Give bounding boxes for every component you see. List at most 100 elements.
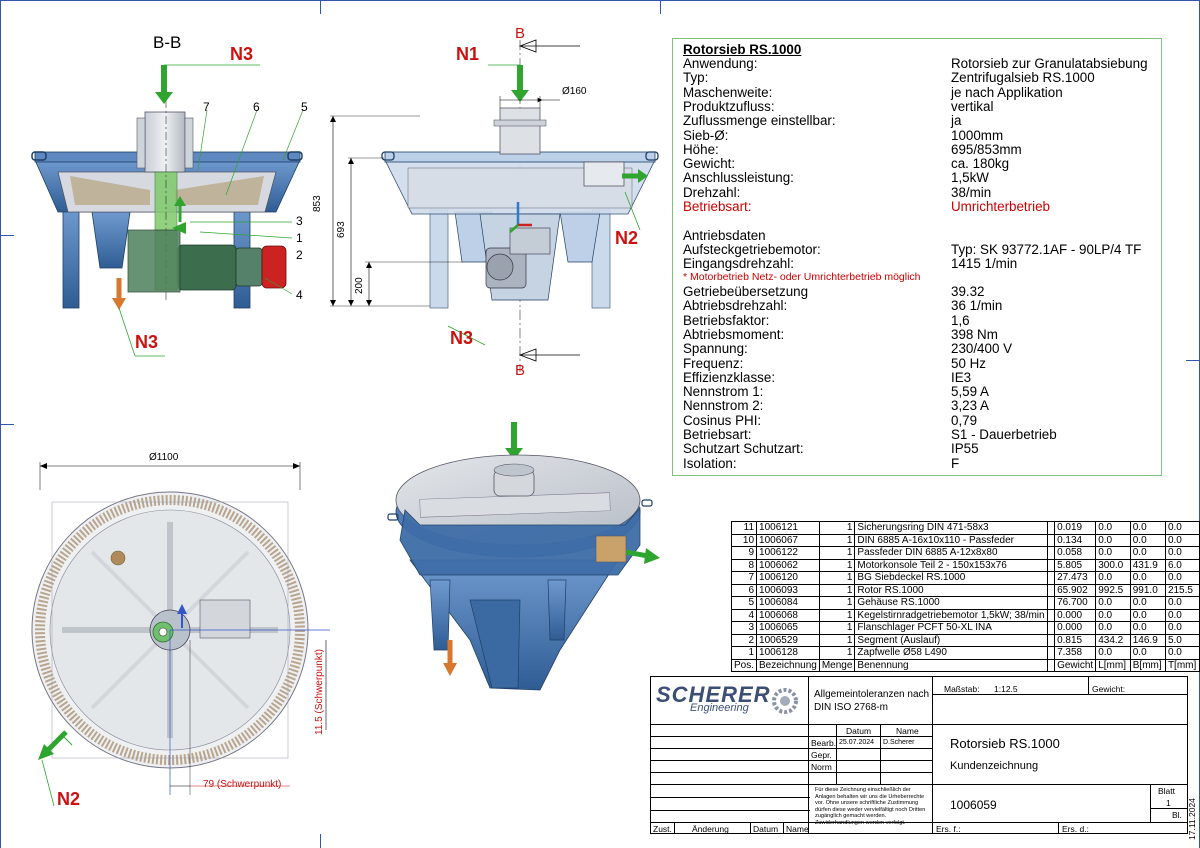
bom-cell: 0.0 — [1129, 546, 1166, 560]
spec-value: vertikal — [951, 98, 994, 114]
bom-cell: 1006062 — [756, 558, 820, 572]
ers-f: Ers. f.: — [936, 824, 961, 834]
part-callout-5: 5 — [301, 100, 308, 114]
section-view-bb — [31, 64, 304, 357]
spec-box: Rotorsieb RS.1000 Anwendung:Rotorsieb zu… — [672, 38, 1162, 476]
bom-header-cell: L[mm] — [1095, 658, 1131, 672]
spec-value: S1 - Dauerbetrieb — [951, 427, 1057, 442]
bom-cell: 0.0 — [1164, 621, 1200, 635]
spec-row: Spannung: 230/400 V — [683, 341, 1158, 357]
spec-row: Betriebsfaktor:1,6 — [683, 313, 1158, 328]
bom-cell: 0.0 — [1129, 571, 1166, 585]
tb-line — [1058, 822, 1059, 834]
bom-cell: 434.2 — [1095, 633, 1131, 647]
bom-cell: 1006065 — [756, 621, 820, 635]
spec-row: Frequenz:50 Hz — [683, 356, 1158, 371]
bom-cell: 0.058 — [1054, 546, 1097, 560]
section-marker-b-top: B — [515, 25, 526, 42]
bom-cell: 1006120 — [756, 571, 820, 585]
flow-label-n3-left: N3 — [135, 332, 159, 352]
company-logo-text: SCHERER — [656, 682, 771, 707]
spec-value: 36 1/min — [951, 298, 1003, 314]
spec-key: Anschlussleistung: — [683, 170, 794, 186]
rev-col-aenderung: Änderung — [692, 824, 729, 834]
spec-key: Aufsteckgetriebemotor: — [683, 242, 821, 257]
tb-line — [783, 822, 784, 834]
spec-key: Schutzart Schutzart: — [683, 441, 804, 457]
spec-value: 230/400 V — [951, 341, 1013, 357]
bom-cell: Motorkonsole Teil 2 - 150x153x76 — [854, 558, 1048, 572]
part-callout-3: 3 — [296, 214, 303, 228]
scale-value: 1:12.5 — [994, 684, 1018, 694]
front-view — [330, 39, 659, 372]
bom-cell: 8 — [730, 558, 758, 572]
spec-row: Aufsteckgetriebemotor:Typ: SK 93772.1AF … — [683, 242, 1158, 257]
spec-value: Zentrifugalsieb RS.1000 — [951, 70, 1095, 86]
bom-cell — [1047, 596, 1055, 610]
bom-cell: 0.0 — [1129, 533, 1166, 547]
bom-cell: 0.0 — [1095, 621, 1131, 635]
bom-cell: 1006529 — [756, 633, 820, 647]
bom-cell — [1047, 571, 1055, 585]
bom-cell: 5.0 — [1164, 633, 1200, 647]
tb-line — [880, 724, 881, 784]
bom-cell: Kegelstirnradgetriebemotor 1,5kW; 38/min — [854, 608, 1048, 622]
spec-key: Zuflussmenge einstellbar: — [683, 113, 836, 129]
bom-cell: 1006093 — [756, 583, 820, 597]
bom-cell: 992.5 — [1095, 583, 1131, 597]
row-gepr: Gepr. — [811, 750, 832, 760]
bom-cell: 0.0 — [1129, 608, 1166, 622]
spec-drive-title: Antriebsdaten — [683, 228, 766, 243]
frame-tick — [660, 0, 661, 14]
bom-cell: Segment (Auslauf) — [854, 633, 1048, 647]
spec-key: Nennstrom 1: — [683, 384, 764, 400]
spec-value: F — [951, 455, 960, 471]
tb-line — [808, 724, 809, 834]
tb-line — [932, 676, 933, 834]
part-callout-6: 6 — [253, 100, 260, 114]
spec-key: Anwendung: — [683, 56, 758, 71]
bom-cell: 1 — [818, 571, 856, 585]
spec-row: Schutzart Schutzart:IP55 — [683, 441, 1158, 457]
bom-cell: 0.0 — [1129, 596, 1166, 610]
spec-value: 1,5kW — [951, 170, 989, 186]
bom-cell: 0.0 — [1095, 608, 1131, 622]
bom-cell: 0.0 — [1095, 571, 1131, 585]
spec-row: Cosinus PHI:0,79 — [683, 413, 1158, 428]
tb-line — [650, 797, 810, 798]
spec-row: Betriebsart:Umrichterbetrieb — [683, 199, 1158, 214]
spec-value: ca. 180kg — [951, 156, 1010, 172]
frame-tick — [0, 424, 14, 425]
col-datum-header: Datum — [846, 726, 872, 736]
blatt-label: Blatt — [1158, 786, 1176, 796]
spec-key: Isolation: — [683, 455, 737, 471]
spec-key: Spannung: — [683, 341, 748, 357]
spec-row: Nennstrom 1:5,59 A — [683, 384, 1158, 400]
bom-header-cell: B[mm] — [1129, 658, 1166, 672]
ers-d: Ers. d.: — [1062, 824, 1089, 834]
spec-key: Betriebsart: — [683, 199, 752, 214]
bom-cell: 1 — [818, 621, 856, 635]
flow-label-n2-bottom: N2 — [57, 789, 81, 809]
spec-key: Sieb-Ø: — [683, 127, 729, 143]
bom-cell — [1047, 546, 1055, 560]
spec-value: 3,23 A — [951, 398, 989, 414]
bom-header-cell: Benennung — [854, 658, 1048, 672]
tb-line — [650, 760, 932, 761]
dim-cg-x: 79 (Schwerpunkt) — [203, 779, 282, 790]
spec-row: Maschenweite:je nach Applikation — [683, 85, 1158, 100]
spec-value: 1000mm — [951, 127, 1004, 143]
spec-key: Nennstrom 2: — [683, 398, 764, 414]
bom-cell: 0.0 — [1129, 646, 1166, 660]
spec-value: IE3 — [951, 369, 972, 385]
bom-cell: 0.0 — [1129, 521, 1166, 535]
spec-row: Isolation: F — [683, 455, 1158, 471]
bom-cell: 6.0 — [1164, 558, 1200, 572]
part-callout-7: 7 — [203, 100, 210, 114]
